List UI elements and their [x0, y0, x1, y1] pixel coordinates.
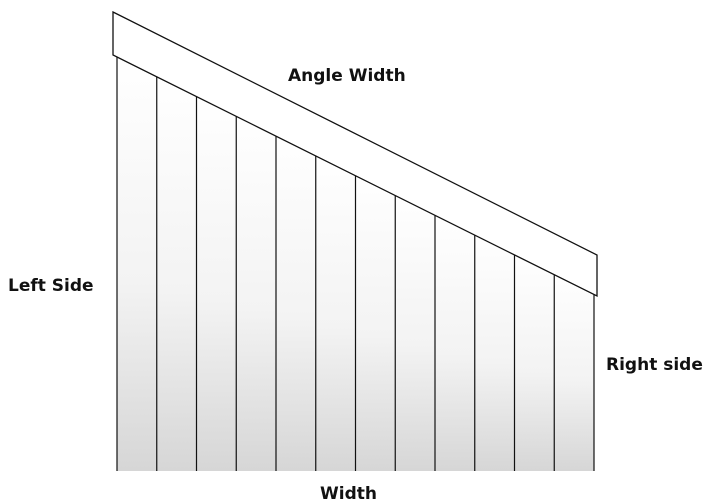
vane: [395, 191, 435, 471]
vane: [236, 112, 276, 471]
vane: [315, 151, 356, 471]
width-label: Width: [320, 484, 377, 503]
vane: [554, 270, 594, 471]
vane: [514, 250, 555, 471]
vane: [435, 211, 475, 471]
angle-width-label: Angle Width: [288, 66, 406, 86]
vertical-vanes: [116, 53, 595, 471]
angled-headrail: [112, 10, 598, 298]
vane: [355, 171, 396, 471]
vane: [474, 230, 515, 471]
vane: [196, 92, 237, 471]
vane: [156, 72, 197, 471]
right-side-label: Right side: [606, 355, 703, 375]
vane: [276, 132, 316, 471]
left-side-label: Left Side: [8, 276, 94, 296]
vane: [117, 53, 157, 471]
